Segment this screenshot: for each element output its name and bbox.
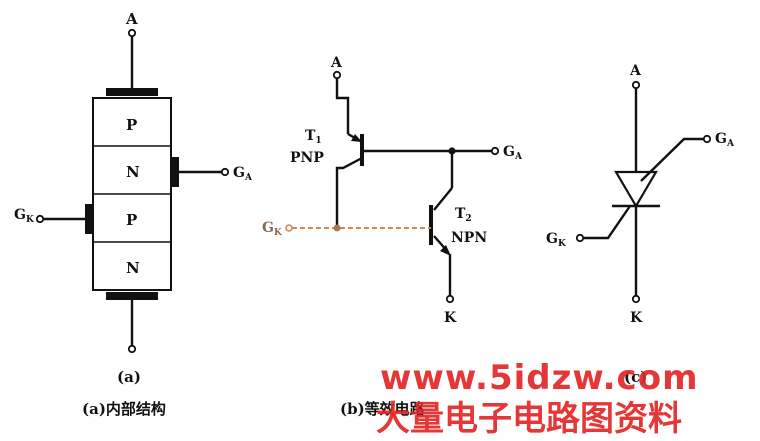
panel-b-t1-sub: 1 — [315, 136, 321, 146]
watermark-url: www.5idzw.com — [380, 358, 699, 398]
panel-a-anode-gate-label: GA — [233, 165, 253, 183]
panel-b-t1-label: T1 — [305, 128, 322, 146]
panel-b-t2-sub: 2 — [465, 214, 471, 224]
panel-a-layer-p2: P — [126, 211, 137, 229]
panel-b-anode-terminal — [332, 70, 342, 80]
panel-c-anode-gate-wire — [640, 137, 704, 182]
panel-c-anode-gate-label: GA — [715, 131, 735, 149]
panel-c-cathode-gate-main: G — [546, 231, 558, 247]
panel-b-t2-collector — [433, 187, 453, 211]
panel-c-anode-gate-main: G — [715, 131, 727, 147]
panel-c-diode-icon — [614, 170, 658, 209]
panel-c-cathode-label: K — [630, 310, 643, 326]
panel-a-anode-label: A — [125, 10, 138, 28]
panel-b-t2-type: NPN — [451, 230, 487, 246]
panel-b-anode-gate-label: GA — [503, 144, 523, 162]
panel-c-cathode-gate-terminal — [575, 233, 585, 243]
panel-b-cathode-gate-label: GK — [262, 220, 283, 238]
watermark: www.5idzw.com 大量电子电路图资料 — [376, 358, 699, 439]
panel-c-anode-gate-terminal — [702, 134, 712, 144]
panel-a-layer-n2: N — [126, 259, 140, 277]
panel-c-anode-label: A — [629, 63, 642, 79]
panel-a-cathode-gate-label: GK — [14, 207, 35, 225]
panel-c-cathode-terminal — [631, 294, 641, 304]
panel-a-cathode-gate-sub: K — [26, 215, 35, 225]
panel-b-t1-main: T — [305, 128, 316, 144]
panel-a-anode-gate-contact — [171, 157, 179, 187]
panel-a-cathode-terminal — [127, 344, 137, 354]
panel-c-cathode-gate-label: GK — [546, 231, 567, 249]
panel-a-cathode-gate-terminal — [35, 214, 45, 224]
panel-c-anode-terminal — [631, 80, 641, 90]
panel-b-t1-type: PNP — [290, 150, 324, 166]
panel-b-cathode-label: K — [444, 310, 457, 326]
panel-a-anode-gate-main: G — [233, 165, 245, 181]
panel-a-cathode-contact — [106, 292, 158, 300]
panel-b-anode-wire — [335, 78, 350, 134]
panel-b-cathode-gate-sub: K — [274, 228, 283, 238]
panel-c-anode-gate-sub: A — [726, 139, 735, 149]
panel-b-caption: (b)等效电路 — [340, 400, 426, 418]
panel-c-cathode-gate-wire — [583, 205, 631, 240]
panel-a-figure-tag: (a) — [117, 368, 141, 386]
panel-a-caption: (a)内部结构 — [82, 400, 166, 418]
panel-b-cathode-gate-main: G — [262, 220, 274, 236]
watermark-site-name: 大量电子电路图资料 — [376, 399, 682, 439]
panel-a-internal-structure: A P N P N GA GK (a) (a)内部结构 — [14, 10, 253, 418]
panel-c-cathode-gate-sub: K — [558, 239, 567, 249]
panel-b-t1-emitter-arrow-icon — [351, 134, 362, 142]
panel-b-t2-label: T2 — [455, 206, 472, 224]
panel-b-node-gk — [333, 224, 341, 232]
panel-b-t2-main: T — [455, 206, 466, 222]
panel-a-cathode-gate-main: G — [14, 207, 26, 223]
panel-a-anode-contact — [106, 88, 158, 96]
panel-a-anode-gate-terminal — [220, 167, 230, 177]
panel-a-layer-p1: P — [126, 116, 137, 134]
panel-a-anode-gate-sub: A — [244, 173, 253, 183]
panel-a-anode-terminal — [127, 28, 137, 38]
panel-b-t2-emitter-arrow-icon — [440, 245, 451, 256]
panel-b-anode-gate-terminal — [490, 146, 500, 156]
panel-c-circuit-symbol: A K GA GK (c) — [546, 63, 735, 386]
panel-b-cathode-terminal — [445, 294, 455, 304]
panel-b-anode-gate-main: G — [503, 144, 515, 160]
panel-a-cathode-gate-contact — [85, 204, 93, 234]
panel-b-t1-collector — [335, 156, 363, 228]
panel-b-anode-label: A — [330, 55, 343, 71]
panel-b-equivalent-circuit: A GA T1 PNP K T2 NPN GK (b)等效电路 — [262, 55, 523, 418]
panel-c-figure-tag: (c) — [624, 368, 647, 386]
panel-b-cathode-gate-terminal — [285, 224, 293, 232]
panel-a-layer-n1: N — [126, 163, 140, 181]
panel-b-anode-gate-sub: A — [514, 152, 523, 162]
